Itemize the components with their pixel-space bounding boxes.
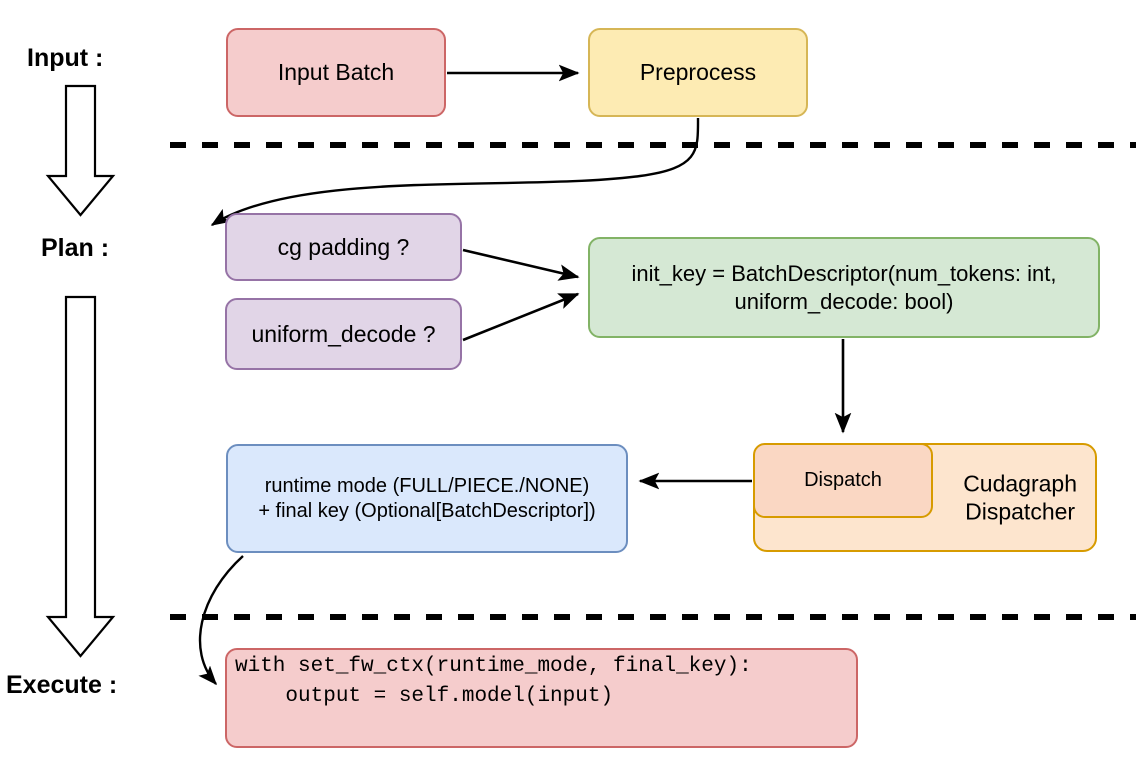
node-runtime-mode[interactable]: runtime mode (FULL/PIECE./NONE) + final … bbox=[226, 444, 628, 553]
node-runtime-mode-line1: runtime mode (FULL/PIECE./NONE) bbox=[264, 474, 590, 497]
node-cg-padding[interactable]: cg padding ? bbox=[225, 213, 462, 281]
plan-to-execute-block-arrow bbox=[45, 295, 116, 658]
node-runtime-mode-line2: + final key (Optional[BatchDescriptor]) bbox=[258, 499, 596, 522]
node-execute-code-line1: with set_fw_ctx(runtime_mode, final_key)… bbox=[235, 655, 752, 678]
node-init-key-line1: init_key = BatchDescriptor(num_tokens: i… bbox=[631, 261, 1057, 286]
node-preprocess[interactable]: Preprocess bbox=[588, 28, 808, 117]
stage-label-plan: Plan : bbox=[41, 234, 110, 262]
uniform-decode-to-init-key-arrow bbox=[462, 292, 580, 342]
node-cudagraph-dispatcher-label: Cudagraph Dispatcher bbox=[963, 469, 1077, 525]
stage-label-input: Input : bbox=[27, 44, 104, 72]
node-execute-code[interactable]: with set_fw_ctx(runtime_mode, final_key)… bbox=[225, 648, 858, 748]
stage-label-execute: Execute : bbox=[6, 671, 118, 699]
node-init-key-line2: uniform_decode: bool) bbox=[734, 288, 954, 314]
cg-padding-to-init-key-arrow bbox=[462, 248, 580, 281]
node-execute-code-line2: output = self.model(input) bbox=[235, 685, 614, 709]
preprocess-to-cg-padding-arrow bbox=[210, 117, 700, 227]
node-input-batch[interactable]: Input Batch bbox=[226, 28, 446, 117]
input-to-plan-block-arrow bbox=[45, 84, 116, 217]
node-init-key[interactable]: init_key = BatchDescriptor(num_tokens: i… bbox=[588, 237, 1100, 338]
node-dispatch[interactable]: Dispatch bbox=[753, 443, 933, 518]
node-uniform-decode[interactable]: uniform_decode ? bbox=[225, 298, 462, 370]
